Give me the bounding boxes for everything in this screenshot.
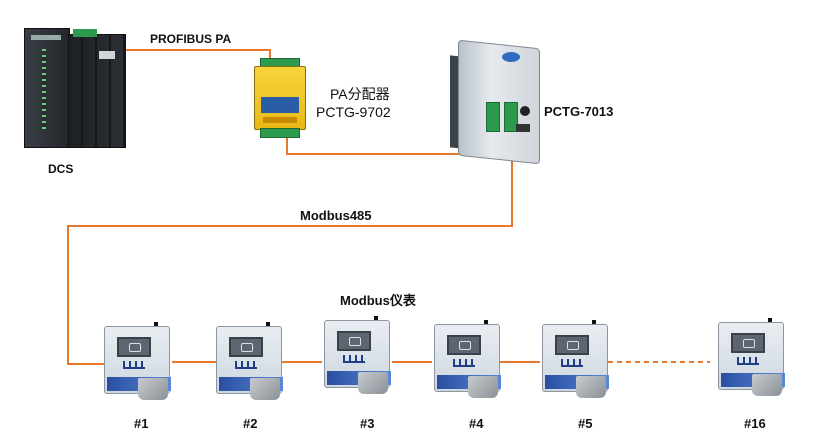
modbus485-wire (67, 140, 513, 365)
dcs-label: DCS (48, 162, 74, 176)
pa-distributor-icon (254, 58, 306, 138)
instrument-icon (540, 320, 612, 402)
instrument-icon (322, 316, 394, 398)
instrument-number-label: #1 (134, 416, 149, 431)
instrument-number-label: #3 (360, 416, 375, 431)
instrument-number-label: #2 (243, 416, 258, 431)
instrument-number-label: #4 (469, 416, 484, 431)
gateway-label: PCTG-7013 (544, 104, 614, 119)
instrument-icon (102, 322, 174, 404)
pa-distributor-label-1: PA分配器 (330, 86, 390, 102)
instrument-icon (432, 320, 504, 402)
profibus-label: PROFIBUS PA (150, 32, 232, 46)
instruments-label: Modbus仪表 (340, 293, 416, 308)
gateway-icon (450, 39, 540, 165)
modbus485-label: Modbus485 (300, 208, 372, 223)
pa-distributor-label-2: PCTG-9702 (316, 104, 391, 120)
instrument-number-label: #16 (744, 416, 766, 431)
instrument-number-label: #5 (578, 416, 593, 431)
profibus-wire (112, 49, 271, 60)
instrument-icon (716, 318, 788, 400)
instrument-icon (214, 322, 286, 404)
dcs-rack-icon (24, 28, 126, 148)
